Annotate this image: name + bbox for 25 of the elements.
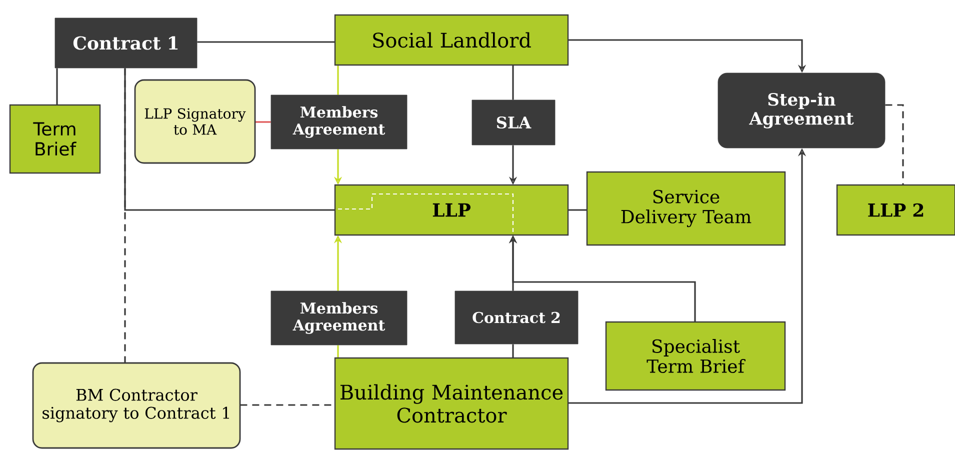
connector xyxy=(885,104,904,185)
connector xyxy=(512,65,514,100)
connector xyxy=(512,344,514,358)
signatory-box: BM Contractor signatory to Contract 1 xyxy=(32,362,241,449)
connector xyxy=(56,68,58,105)
connector xyxy=(197,41,335,43)
contract-box: Contract 1 xyxy=(54,18,198,68)
contract-box: Contract 2 xyxy=(454,290,578,344)
team-box: Service Delivery Team xyxy=(586,171,786,246)
party-box: Social Landlord xyxy=(334,14,569,66)
connector xyxy=(337,345,339,358)
signatory-box: LLP Signatory to MA xyxy=(134,79,256,164)
connector xyxy=(255,121,271,123)
connector xyxy=(568,209,587,211)
connector xyxy=(337,65,339,95)
party-box: LLP 2 xyxy=(836,184,955,236)
party-box: LLP xyxy=(334,184,569,236)
brief-box: Specialist Term Brief xyxy=(605,321,786,391)
agreement-box: SLA xyxy=(472,100,556,146)
connector xyxy=(124,68,126,363)
party-box: Building Maintenance Contractor xyxy=(334,357,569,450)
agreement-box: Members Agreement xyxy=(270,94,408,150)
brief-box: Term Brief xyxy=(9,104,101,174)
agreement-box: Members Agreement xyxy=(270,290,408,346)
agreement-box: Step-in Agreement xyxy=(718,72,886,148)
